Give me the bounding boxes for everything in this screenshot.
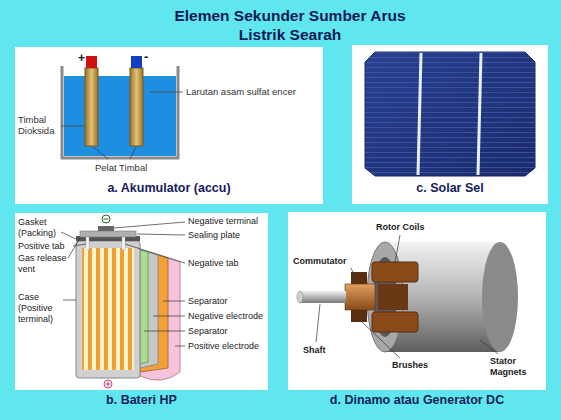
negative-tab xyxy=(122,237,125,250)
leader-line xyxy=(144,331,185,332)
commutator xyxy=(345,284,375,310)
rotor-core xyxy=(378,284,408,310)
brush xyxy=(351,310,367,322)
part-label: Negative electrode xyxy=(188,311,268,322)
part-label: Shaft xyxy=(303,345,343,356)
minus-symbol xyxy=(102,215,110,223)
shaft xyxy=(300,291,346,303)
symbol-bar xyxy=(104,219,109,220)
positive-terminal xyxy=(86,56,97,68)
dynamo-drawing xyxy=(297,235,518,358)
sealing-plate xyxy=(80,231,136,237)
leader-lines xyxy=(61,222,185,346)
leader-line xyxy=(125,244,185,263)
battery-drawing xyxy=(61,215,185,388)
panel xyxy=(15,47,323,204)
part-label: Pelat Timbal xyxy=(95,162,165,173)
panel: d. Dinamo atau Generator DC xyxy=(288,212,546,410)
leader-line xyxy=(362,322,400,358)
shaft-end xyxy=(297,291,303,303)
part-label: Negative terminal xyxy=(188,216,268,227)
leader-line xyxy=(153,316,185,317)
separator xyxy=(140,250,168,372)
negative-terminal xyxy=(98,226,114,231)
case xyxy=(76,241,140,378)
accumulator-drawing xyxy=(61,56,183,159)
panel: a. Akumulator (accu) xyxy=(15,47,323,204)
leader-line xyxy=(137,234,185,235)
leader-line xyxy=(68,238,80,258)
leader-lines xyxy=(316,235,498,358)
diagram-title: Elemen Sekunder Sumber Arus Listrik Sear… xyxy=(165,6,415,44)
rotor-coil xyxy=(372,262,418,282)
part-label: Gasket (Packing) xyxy=(18,217,60,239)
leader-line xyxy=(395,235,400,263)
leader-line xyxy=(73,244,86,246)
part-label: Larutan asam sulfat encer xyxy=(186,86,320,97)
positive-tab xyxy=(86,237,89,250)
negative-terminal xyxy=(131,56,142,68)
leader-line xyxy=(130,147,136,159)
panel-caption: c. Solar Sel xyxy=(352,181,548,196)
separator xyxy=(140,250,148,364)
part-label: Positive electrode xyxy=(188,341,268,352)
panel-caption: b. Bateri HP xyxy=(15,393,268,408)
solar-cell xyxy=(365,52,535,176)
part-label: Positive tab xyxy=(18,241,78,252)
panel-caption: a. Akumulator (accu) xyxy=(15,181,323,196)
panel-caption: d. Dinamo atau Generator DC xyxy=(288,393,546,408)
bus-bar xyxy=(418,53,421,175)
part-label: Stator Magnets xyxy=(490,356,542,378)
positive-electrode xyxy=(140,250,180,380)
part-label: Brushes xyxy=(392,360,452,371)
part-label: Gas release vent xyxy=(18,253,70,275)
panel xyxy=(352,45,548,204)
electrolyte xyxy=(64,76,176,156)
panel: c. Solar Sel xyxy=(352,45,548,204)
bus-bar xyxy=(478,53,481,175)
panel xyxy=(288,212,546,390)
part-label: Separator xyxy=(188,296,268,307)
part-label: Separator xyxy=(188,326,268,337)
part-label: Timbal Dioksida xyxy=(18,114,61,136)
part-label: Case (Positive terminal) xyxy=(18,292,62,325)
leader-line xyxy=(93,147,108,159)
container xyxy=(62,66,178,158)
plus-symbol xyxy=(104,380,112,388)
symbol-bar xyxy=(108,382,109,387)
leader-line xyxy=(150,92,183,93)
part-label: Sealing plate xyxy=(188,230,268,241)
housing-end xyxy=(482,242,518,352)
symbol-circle xyxy=(104,380,112,388)
solar-cell-drawing xyxy=(365,52,535,176)
panel xyxy=(15,213,268,390)
leader-line xyxy=(480,340,498,354)
part-label: + xyxy=(78,52,88,65)
panel-backgrounds xyxy=(15,45,548,390)
negative-electrode xyxy=(140,250,158,368)
leader-line xyxy=(351,268,358,284)
leader-line xyxy=(61,126,84,127)
part-label: Negative tab xyxy=(188,258,268,269)
rotor-coil xyxy=(372,312,418,332)
electrode-roll xyxy=(82,248,134,370)
symbol-circle xyxy=(102,215,110,223)
lead-dioxide-plate xyxy=(85,68,98,146)
part-label: Commutator xyxy=(293,256,355,267)
lead-plate xyxy=(130,68,143,146)
leader-line xyxy=(163,301,185,302)
solar-grid xyxy=(365,52,535,176)
part-label: - xyxy=(144,50,154,63)
leader-line xyxy=(114,222,185,228)
part-label: Rotor Coils xyxy=(376,222,446,233)
leader-line xyxy=(175,346,185,347)
leader-line xyxy=(316,304,320,342)
leader-line xyxy=(61,232,76,239)
leader-lines xyxy=(61,92,183,159)
leader-line xyxy=(63,300,76,301)
